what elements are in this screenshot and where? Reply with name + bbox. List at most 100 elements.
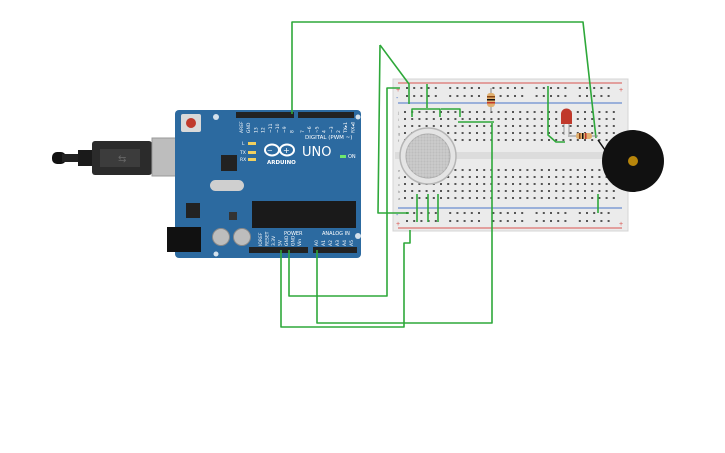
breadboard-hole[interactable] bbox=[557, 87, 560, 89]
breadboard-hole[interactable] bbox=[413, 220, 416, 222]
breadboard-hole[interactable] bbox=[447, 118, 450, 120]
breadboard-hole[interactable] bbox=[456, 87, 459, 89]
breadboard-hole[interactable] bbox=[413, 95, 416, 97]
breadboard-hole[interactable] bbox=[504, 118, 507, 120]
breadboard-hole[interactable] bbox=[483, 190, 486, 192]
breadboard-hole[interactable] bbox=[468, 169, 471, 171]
breadboard-hole[interactable] bbox=[605, 139, 608, 141]
breadboard-hole[interactable] bbox=[591, 169, 594, 171]
breadboard-hole[interactable] bbox=[512, 190, 514, 192]
breadboard-hole[interactable] bbox=[463, 87, 466, 89]
breadboard-hole[interactable] bbox=[470, 212, 473, 214]
breadboard-hole[interactable] bbox=[476, 176, 478, 178]
breadboard-hole[interactable] bbox=[521, 95, 524, 97]
breadboard-hole[interactable] bbox=[470, 87, 473, 89]
breadboard-hole[interactable] bbox=[548, 118, 550, 120]
breadboard-hole[interactable] bbox=[497, 118, 500, 120]
breadboard-hole[interactable] bbox=[540, 176, 543, 178]
breadboard-hole[interactable] bbox=[569, 139, 572, 141]
breadboard-hole[interactable] bbox=[463, 95, 466, 97]
led-icon[interactable] bbox=[561, 108, 572, 135]
breadboard-hole[interactable] bbox=[576, 125, 579, 127]
breadboard-hole[interactable] bbox=[555, 176, 558, 178]
breadboard-hole[interactable] bbox=[555, 183, 558, 185]
breadboard-hole[interactable] bbox=[454, 190, 457, 192]
breadboard-hole[interactable] bbox=[540, 197, 543, 199]
breadboard-hole[interactable] bbox=[434, 220, 437, 222]
breadboard-hole[interactable] bbox=[598, 139, 601, 141]
breadboard-hole[interactable] bbox=[598, 176, 601, 178]
breadboard-hole[interactable] bbox=[526, 118, 529, 120]
breadboard-hole[interactable] bbox=[533, 118, 536, 120]
breadboard-hole[interactable] bbox=[499, 95, 502, 97]
breadboard-hole[interactable] bbox=[519, 169, 522, 171]
breadboard-hole[interactable] bbox=[564, 95, 567, 97]
breadboard-hole[interactable] bbox=[454, 111, 457, 113]
breadboard-hole[interactable] bbox=[512, 176, 514, 178]
resistor-icon-led[interactable] bbox=[568, 133, 598, 139]
breadboard-hole[interactable] bbox=[425, 125, 428, 127]
breadboard-hole[interactable] bbox=[555, 111, 558, 113]
breadboard-hole[interactable] bbox=[449, 87, 452, 89]
breadboard-hole[interactable] bbox=[564, 220, 567, 222]
breadboard-hole[interactable] bbox=[576, 169, 579, 171]
breadboard-hole[interactable] bbox=[504, 139, 507, 141]
breadboard-hole[interactable] bbox=[461, 118, 464, 120]
wire-gnd-bottom[interactable] bbox=[280, 230, 411, 328]
breadboard-hole[interactable] bbox=[420, 212, 423, 214]
breadboard-hole[interactable] bbox=[420, 95, 423, 97]
breadboard-hole[interactable] bbox=[512, 183, 514, 185]
breadboard-hole[interactable] bbox=[418, 197, 421, 199]
breadboard-hole[interactable] bbox=[499, 87, 502, 89]
breadboard-hole[interactable] bbox=[499, 220, 502, 222]
breadboard-hole[interactable] bbox=[605, 118, 608, 120]
breadboard-hole[interactable] bbox=[598, 197, 601, 199]
breadboard-hole[interactable] bbox=[576, 183, 579, 185]
breadboard-hole[interactable] bbox=[447, 176, 450, 178]
breadboard-hole[interactable] bbox=[550, 220, 552, 222]
breadboard-hole[interactable] bbox=[569, 190, 572, 192]
breadboard-hole[interactable] bbox=[526, 132, 529, 134]
breadboard-hole[interactable] bbox=[514, 212, 516, 214]
breadboard-hole[interactable] bbox=[468, 111, 471, 113]
breadboard-hole[interactable] bbox=[607, 220, 610, 222]
breadboard-hole[interactable] bbox=[576, 190, 579, 192]
breadboard-hole[interactable] bbox=[483, 118, 486, 120]
breadboard-hole[interactable] bbox=[461, 125, 464, 127]
breadboard-hole[interactable] bbox=[425, 190, 428, 192]
breadboard-hole[interactable] bbox=[562, 176, 565, 178]
breadboard-hole[interactable] bbox=[598, 132, 601, 134]
breadboard-hole[interactable] bbox=[540, 190, 543, 192]
breadboard-hole[interactable] bbox=[411, 125, 414, 127]
breadboard-hole[interactable] bbox=[526, 139, 529, 141]
breadboard-hole[interactable] bbox=[555, 197, 558, 199]
breadboard-hole[interactable] bbox=[612, 190, 615, 192]
breadboard-hole[interactable] bbox=[591, 139, 594, 141]
breadboard-hole[interactable] bbox=[519, 132, 522, 134]
breadboard-hole[interactable] bbox=[562, 197, 565, 199]
breadboard-hole[interactable] bbox=[432, 125, 435, 127]
breadboard-hole[interactable] bbox=[533, 169, 536, 171]
breadboard-hole[interactable] bbox=[483, 132, 486, 134]
breadboard-hole[interactable] bbox=[598, 125, 601, 127]
breadboard-hole[interactable] bbox=[612, 111, 615, 113]
breadboard-hole[interactable] bbox=[584, 118, 586, 120]
breadboard-hole[interactable] bbox=[497, 139, 500, 141]
breadboard-hole[interactable] bbox=[476, 197, 478, 199]
breadboard-hole[interactable] bbox=[425, 111, 428, 113]
breadboard-hole[interactable] bbox=[514, 95, 516, 97]
breadboard-hole[interactable] bbox=[586, 87, 588, 89]
breadboard-hole[interactable] bbox=[550, 212, 552, 214]
breadboard-hole[interactable] bbox=[593, 212, 596, 214]
breadboard-hole[interactable] bbox=[584, 176, 586, 178]
breadboard-hole[interactable] bbox=[413, 87, 416, 89]
breadboard-hole[interactable] bbox=[533, 111, 536, 113]
breadboard-hole[interactable] bbox=[476, 118, 478, 120]
breadboard-hole[interactable] bbox=[519, 125, 522, 127]
breadboard-hole[interactable] bbox=[569, 125, 572, 127]
breadboard-hole[interactable] bbox=[504, 176, 507, 178]
breadboard-hole[interactable] bbox=[598, 190, 601, 192]
breadboard-hole[interactable] bbox=[593, 95, 596, 97]
breadboard-hole[interactable] bbox=[576, 132, 579, 134]
breadboard-hole[interactable] bbox=[404, 125, 406, 127]
